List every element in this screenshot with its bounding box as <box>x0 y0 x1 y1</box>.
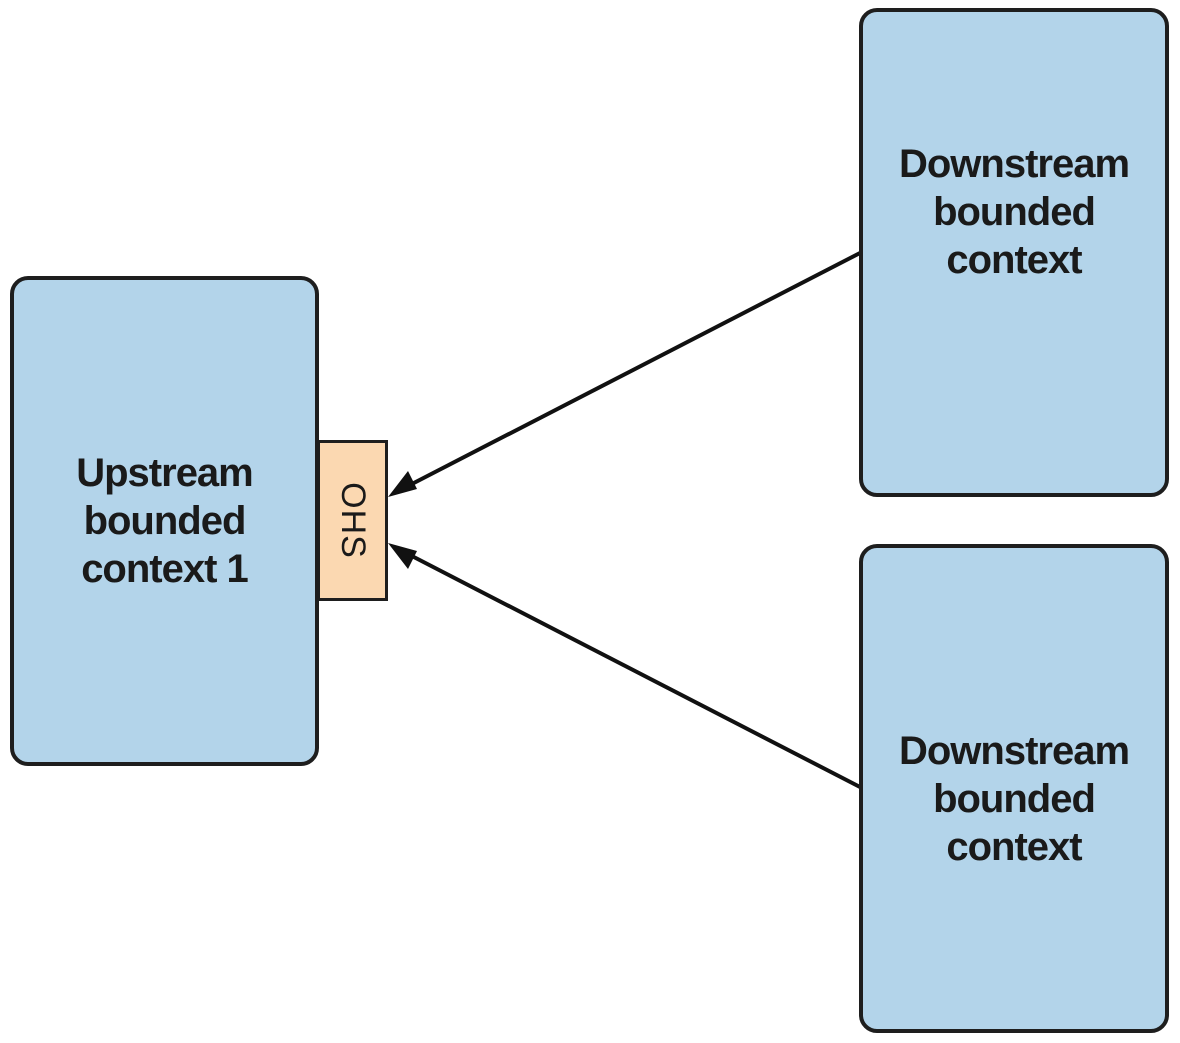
downstream-top-context-label: Downstream bounded context <box>898 140 1130 284</box>
upstream-label-line-2: bounded <box>83 499 247 543</box>
arrow-bottom-downstream-to-ohs <box>388 543 861 789</box>
arrow-top-downstream-to-ohs <box>388 251 861 497</box>
arrowhead-bottom <box>388 543 417 569</box>
upstream-context-label: Upstream bounded context 1 <box>76 449 254 593</box>
downstream-bounded-context-box-top: Downstream bounded context <box>859 8 1169 497</box>
downstream-top-label-line-1: Downstream <box>898 141 1130 186</box>
downstream-bottom-label-line-1: Downstream <box>898 728 1130 773</box>
ohs-label: OHS <box>334 482 372 559</box>
downstream-top-label-line-3: context <box>946 237 1082 282</box>
downstream-bottom-label-line-2: bounded <box>933 776 1096 821</box>
downstream-bounded-context-box-bottom: Downstream bounded context <box>859 544 1169 1033</box>
upstream-label-line-3: context 1 <box>81 547 249 591</box>
downstream-bottom-context-label: Downstream bounded context <box>898 727 1130 871</box>
downstream-bottom-label-line-3: context <box>946 824 1082 869</box>
arrowhead-top <box>388 471 417 497</box>
downstream-top-label-line-2: bounded <box>933 189 1096 234</box>
upstream-bounded-context-box: Upstream bounded context 1 <box>10 276 319 766</box>
ohs-tab: OHS <box>317 440 388 601</box>
upstream-label-line-1: Upstream <box>76 451 254 495</box>
